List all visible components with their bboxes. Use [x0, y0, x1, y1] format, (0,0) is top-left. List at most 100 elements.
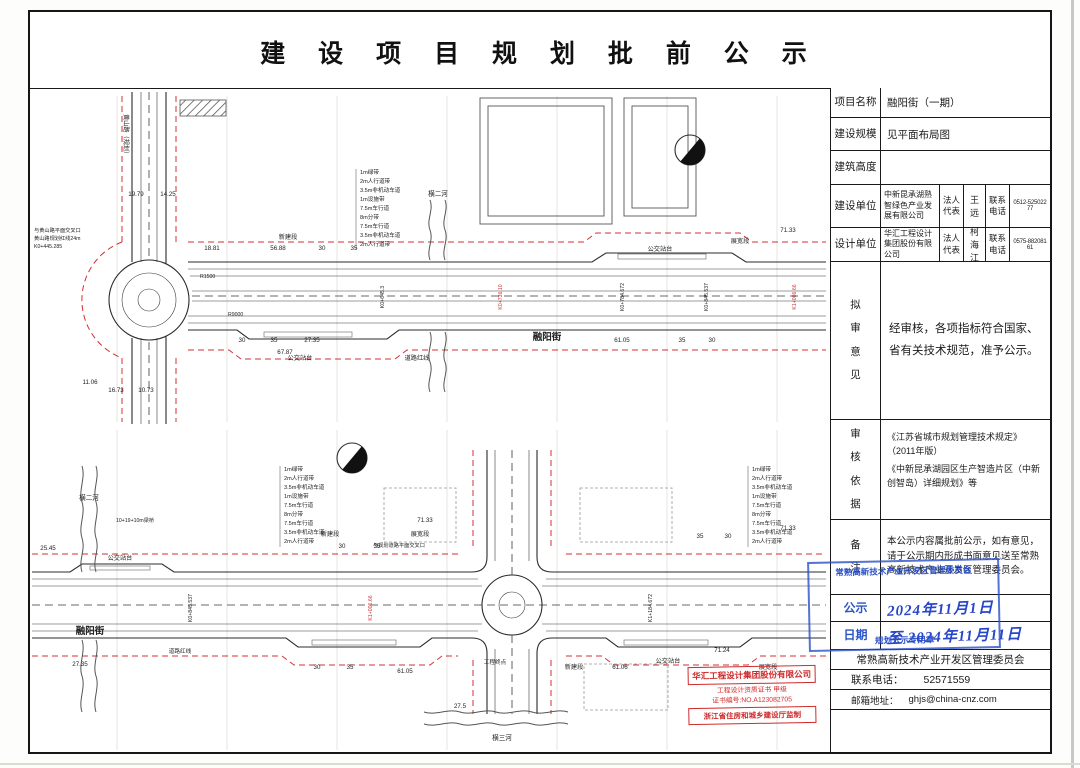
lane-label: 8m分带: [360, 213, 379, 221]
lane-label: 7.5m车行道: [360, 222, 390, 230]
lane-label: 1m设施带: [360, 195, 385, 203]
bus-stop-label: 公交站台: [288, 354, 313, 362]
rep-label: 法人代表: [939, 185, 963, 227]
lane-label: 2m人行道带: [360, 177, 391, 185]
handwritten-date: 2024年11月1日: [886, 599, 994, 620]
building-outlines: [383, 487, 673, 711]
lane-label: 8m分带: [284, 510, 303, 518]
redline-label: 道路红线: [405, 354, 430, 362]
station-label: K1+184.672: [648, 594, 654, 622]
station-label: K1+006.66: [792, 284, 798, 309]
station-labels: K0+645.3 K0+736.10 K0+784.672 K0+845.537…: [380, 283, 798, 311]
dim-label: 30: [314, 664, 321, 671]
footer-org: 常熟高新技术产业开发区管理委员会: [856, 654, 1025, 666]
lane-label: 7.5m车行道: [284, 501, 314, 509]
river-label: 横二河: [428, 189, 448, 198]
plan-drawing-top: 1m绿带 2m人行道带 3.5m非机动车道 1m设施带 7.5m车行道 8m分带…: [34, 92, 826, 424]
lane-label: 7.5m车行道: [752, 519, 782, 527]
remark-text: 本公示内容属批前公示，如有意见，请于公示期内形成书面意见送至常熟高新技术产业开发…: [887, 535, 1040, 577]
dim-label: 16.73: [108, 387, 124, 394]
footer-phone-label: 联系电话：: [851, 674, 904, 686]
station-label: K0+736.10: [498, 284, 504, 309]
river-label: 横二河: [79, 493, 99, 502]
dim-label: 56.88: [270, 245, 286, 252]
info-panel: 项目名称 融阳街（一期） 建设规模 见平面布局图 建筑高度 建设单位 中新昆承湖…: [830, 88, 1050, 752]
station-label: K1+006.66: [368, 595, 374, 620]
lane-label: 1m绿带: [752, 465, 771, 473]
phone-label: 联系电话: [985, 228, 1009, 261]
dim-label: 25.45: [40, 545, 56, 552]
intersection-note: K0+445.285: [34, 244, 62, 250]
dim-label: 67.87: [277, 349, 293, 356]
dim-label: 27.35: [304, 337, 320, 344]
field-label: 项目名称: [831, 88, 881, 117]
section-label: 新建段: [565, 663, 584, 671]
row-opinion: 拟审意见 经审核，各项指标符合国家、省有关技术规范，准予公示。: [831, 262, 1050, 420]
row-remark: 备注 本公示内容属批前公示，如有意见，请于公示期内形成书面意见送至常熟高新技术产…: [831, 520, 1050, 595]
dim-label: 35: [374, 543, 381, 550]
field-value: 见平面布局图: [887, 128, 950, 141]
rep-name: 柯海江: [963, 227, 985, 263]
dim-label: 35: [347, 664, 354, 671]
dim-label: 61.06: [612, 664, 628, 671]
road-name-label: 融阳街: [76, 625, 105, 637]
field-label: 建设单位: [831, 185, 881, 227]
field-value: 融阳街（一期）: [887, 97, 961, 109]
intersection-note: 黄山路规划红线24m: [34, 234, 80, 242]
end-point-label: 工程终点: [484, 658, 507, 666]
section-label: 展宽段: [759, 663, 778, 671]
dim-label: 61.05: [614, 337, 630, 344]
field-label: 建设规模: [831, 118, 881, 150]
bus-stop-label: 公交站台: [656, 657, 681, 665]
dimension-labels: 25.45 71.33 30 35 27.35 30 35 61.05 71.2…: [40, 517, 796, 710]
basis-item: 《中新昆承湖园区生产智造片区（中新创智岛）详细规划》等: [887, 464, 1041, 488]
intersection-note: 与规划道路平面交叉口: [373, 541, 425, 549]
basis-item: 《江苏省城市规划管理技术规定》（2011年版）: [887, 432, 1023, 456]
lane-label: 8m分带: [752, 510, 771, 518]
lane-label: 3.5m非机动车道: [284, 528, 325, 536]
cross-road: [486, 450, 538, 714]
lane-label: 1m设施带: [752, 492, 777, 500]
builder-name: 中新昆承湖熟智绿色产业发展有限公司: [884, 190, 932, 221]
dim-label: 35: [697, 533, 704, 540]
dim-label: 19.79: [128, 191, 144, 198]
dim-label: 71.24: [714, 647, 730, 654]
dim-label: 11.06: [82, 379, 98, 386]
dim-label: 61.05: [397, 668, 413, 675]
dim-label: 35: [271, 337, 278, 344]
lane-label: 3.5m非机动车道: [360, 231, 401, 239]
rivers: [80, 465, 569, 726]
river-label: 横三河: [492, 733, 512, 742]
station-label: K0+845.537: [188, 594, 194, 622]
intersection-circle: [481, 574, 543, 636]
lane-list-labels-right: 1m绿带 2m人行道带 3.5m非机动车道 1m设施带 7.5m车行道 8m分带…: [752, 465, 793, 545]
lane-label: 2m人行道带: [284, 537, 315, 545]
lane-label: 1m绿带: [360, 168, 379, 176]
river-heng-er: [428, 199, 447, 393]
huangshan-road: [131, 92, 167, 424]
lane-list-labels-left: 1m绿带 2m人行道带 3.5m非机动车道 1m设施带 7.5m车行道 8m分带…: [284, 465, 325, 545]
roundabout: [108, 259, 190, 341]
scan-edge: [0, 763, 1080, 765]
dim-label: 71.33: [417, 517, 433, 524]
dimension-labels: 18.81 56.88 30 35 71.33 30 35 27.35 67.8…: [82, 191, 796, 394]
bus-stop-label: 公交站台: [108, 554, 133, 562]
field-label: 备注: [831, 520, 881, 594]
dim-label: 71.33: [780, 525, 796, 532]
lane-label: 2m人行道带: [284, 474, 315, 482]
rongyang-road: [32, 556, 826, 654]
station-label: K0+645.3: [380, 286, 386, 308]
dim-label: 30: [709, 337, 716, 344]
dim-label: 10.73: [138, 387, 154, 394]
phone-label: 联系电话: [985, 185, 1009, 227]
row-project-name: 项目名称 融阳街（一期）: [831, 88, 1050, 118]
red-boundary-lines: [81, 96, 826, 422]
rongyang-road: [188, 252, 826, 340]
redline-label: 道路红线: [169, 647, 192, 655]
row-notice-start: 公示 2024年11月1日: [831, 595, 1050, 622]
notice-date: 2024年11月1日: [881, 595, 1050, 621]
lane-label: 1m设施带: [284, 492, 309, 500]
buildings: [179, 97, 697, 225]
vertical-label: 审核依据: [850, 428, 861, 510]
